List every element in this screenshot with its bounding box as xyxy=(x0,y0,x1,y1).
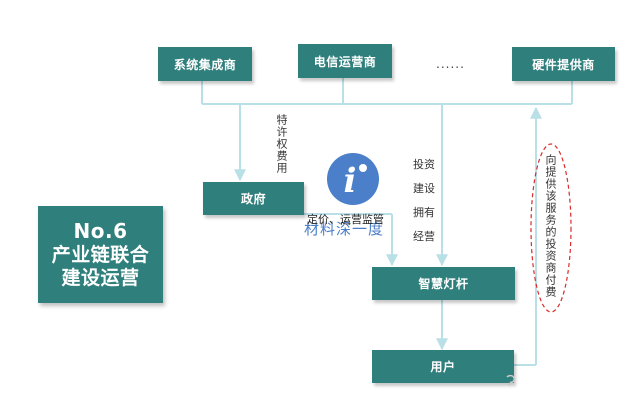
payment-note-label: 向提供该服务的投资商付费 xyxy=(544,154,557,298)
telecom-operator-box: 电信运营商 xyxy=(298,44,392,78)
franchise-fee-label: 特许权费用 xyxy=(275,114,288,174)
action-operate: 经营 xyxy=(413,230,435,243)
title-line-3: 建设运营 xyxy=(61,266,140,289)
system-integrator-label: 系统集成商 xyxy=(173,57,237,72)
cursor-icon xyxy=(506,374,515,386)
watermark-text: 材料深一度 xyxy=(304,220,385,238)
ellipsis-text: ...... xyxy=(436,57,465,71)
payment-note-ellipse xyxy=(530,143,572,313)
investor-actions-list: 投资 建设 拥有 经营 xyxy=(413,159,435,255)
section-title-box: No.6 产业链联合 建设运营 xyxy=(38,206,163,303)
system-integrator-box: 系统集成商 xyxy=(158,47,252,81)
hardware-provider-label: 硬件提供商 xyxy=(532,57,595,72)
government-box: 政府 xyxy=(203,182,304,215)
action-invest: 投资 xyxy=(413,158,435,171)
user-label: 用户 xyxy=(430,360,456,374)
smart-pole-label: 智慧灯杆 xyxy=(418,277,469,291)
user-box: 用户 xyxy=(372,350,514,383)
watermark-logo-letter: i xyxy=(344,161,357,201)
telecom-operator-label: 电信运营商 xyxy=(313,54,377,69)
hardware-provider-box: 硬件提供商 xyxy=(512,47,615,81)
smart-pole-box: 智慧灯杆 xyxy=(372,267,515,300)
watermark-logo-icon: i xyxy=(327,153,379,205)
title-line-1: No.6 xyxy=(73,219,128,244)
title-line-2: 产业链联合 xyxy=(51,243,150,266)
pricing-supervision-label: 定价、运营监管 xyxy=(307,213,384,226)
action-build: 建设 xyxy=(413,182,435,195)
government-label: 政府 xyxy=(240,192,266,206)
action-own: 拥有 xyxy=(413,206,435,219)
